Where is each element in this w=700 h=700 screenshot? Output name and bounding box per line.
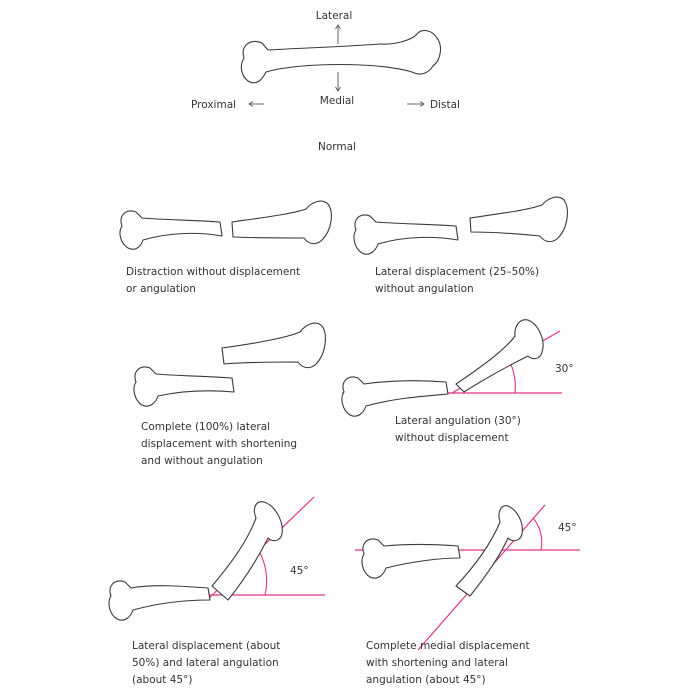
caption-line: without angulation — [375, 283, 474, 295]
proximal-fragment — [361, 538, 461, 579]
angle-arc — [532, 517, 543, 551]
proximal-label: Proximal — [191, 99, 236, 111]
panel-lateral-angulation: 30° Lateral angulation (30°) without dis… — [341, 319, 574, 444]
distal-fragment — [231, 200, 332, 245]
proximal-fragment — [353, 214, 459, 255]
proximal-fragment — [133, 366, 235, 407]
caption-line: Complete (100%) lateral — [141, 421, 270, 433]
normal-label: Normal — [318, 141, 356, 153]
panel-distraction: Distraction without displacement or angu… — [119, 200, 332, 295]
proximal-fragment — [119, 210, 223, 250]
medial-arrow-head — [335, 86, 341, 92]
caption-line: Lateral displacement (about — [132, 640, 280, 652]
panel-displacement-angulation: 45° Lateral displacement (about 50%) and… — [108, 496, 325, 686]
caption-line: and without angulation — [141, 455, 263, 467]
normal-femur — [240, 29, 442, 84]
distal-label: Distal — [430, 99, 460, 111]
lateral-arrow-head — [335, 24, 341, 30]
distal-fragment — [211, 501, 283, 601]
caption-line: without displacement — [395, 432, 509, 444]
panel-lateral-displacement: Lateral displacement (25–50%) without an… — [353, 196, 568, 295]
distal-fragment — [455, 319, 544, 393]
caption-line: with shortening and lateral — [366, 657, 508, 669]
caption-line: 50%) and lateral angulation — [132, 657, 279, 669]
caption-line: Complete medial displacement — [366, 640, 530, 652]
medial-label: Medial — [320, 95, 354, 107]
proximal-arrow-head — [248, 101, 254, 107]
panel-complete-displacement: Complete (100%) lateral displacement wit… — [133, 322, 326, 467]
panel-medial-displacement: 45° Complete medial displacement with sh… — [355, 504, 580, 686]
angle-arc — [509, 361, 516, 394]
distal-fragment — [221, 322, 326, 369]
caption-line: Lateral angulation (30°) — [395, 415, 521, 427]
caption-line: Lateral displacement (25–50%) — [375, 266, 539, 278]
proximal-fragment — [108, 580, 211, 621]
caption-line: or angulation — [126, 283, 196, 295]
distal-fragment — [455, 505, 523, 597]
caption-line: Distraction without displacement — [126, 266, 300, 278]
distal-arrow-head — [419, 101, 425, 107]
lateral-label: Lateral — [316, 10, 353, 22]
distal-fragment — [469, 196, 568, 243]
angle-arc — [258, 550, 268, 596]
caption-line: angulation (about 45°) — [366, 674, 486, 686]
caption-line: (about 45°) — [132, 674, 192, 686]
normal-bone-group: Lateral Medial Proximal Distal Normal — [191, 10, 460, 153]
angle-label: 30° — [555, 363, 574, 375]
proximal-fragment — [341, 376, 449, 417]
caption-line: displacement with shortening — [141, 438, 297, 450]
angle-label: 45° — [290, 565, 309, 577]
angle-label: 45° — [558, 522, 577, 534]
